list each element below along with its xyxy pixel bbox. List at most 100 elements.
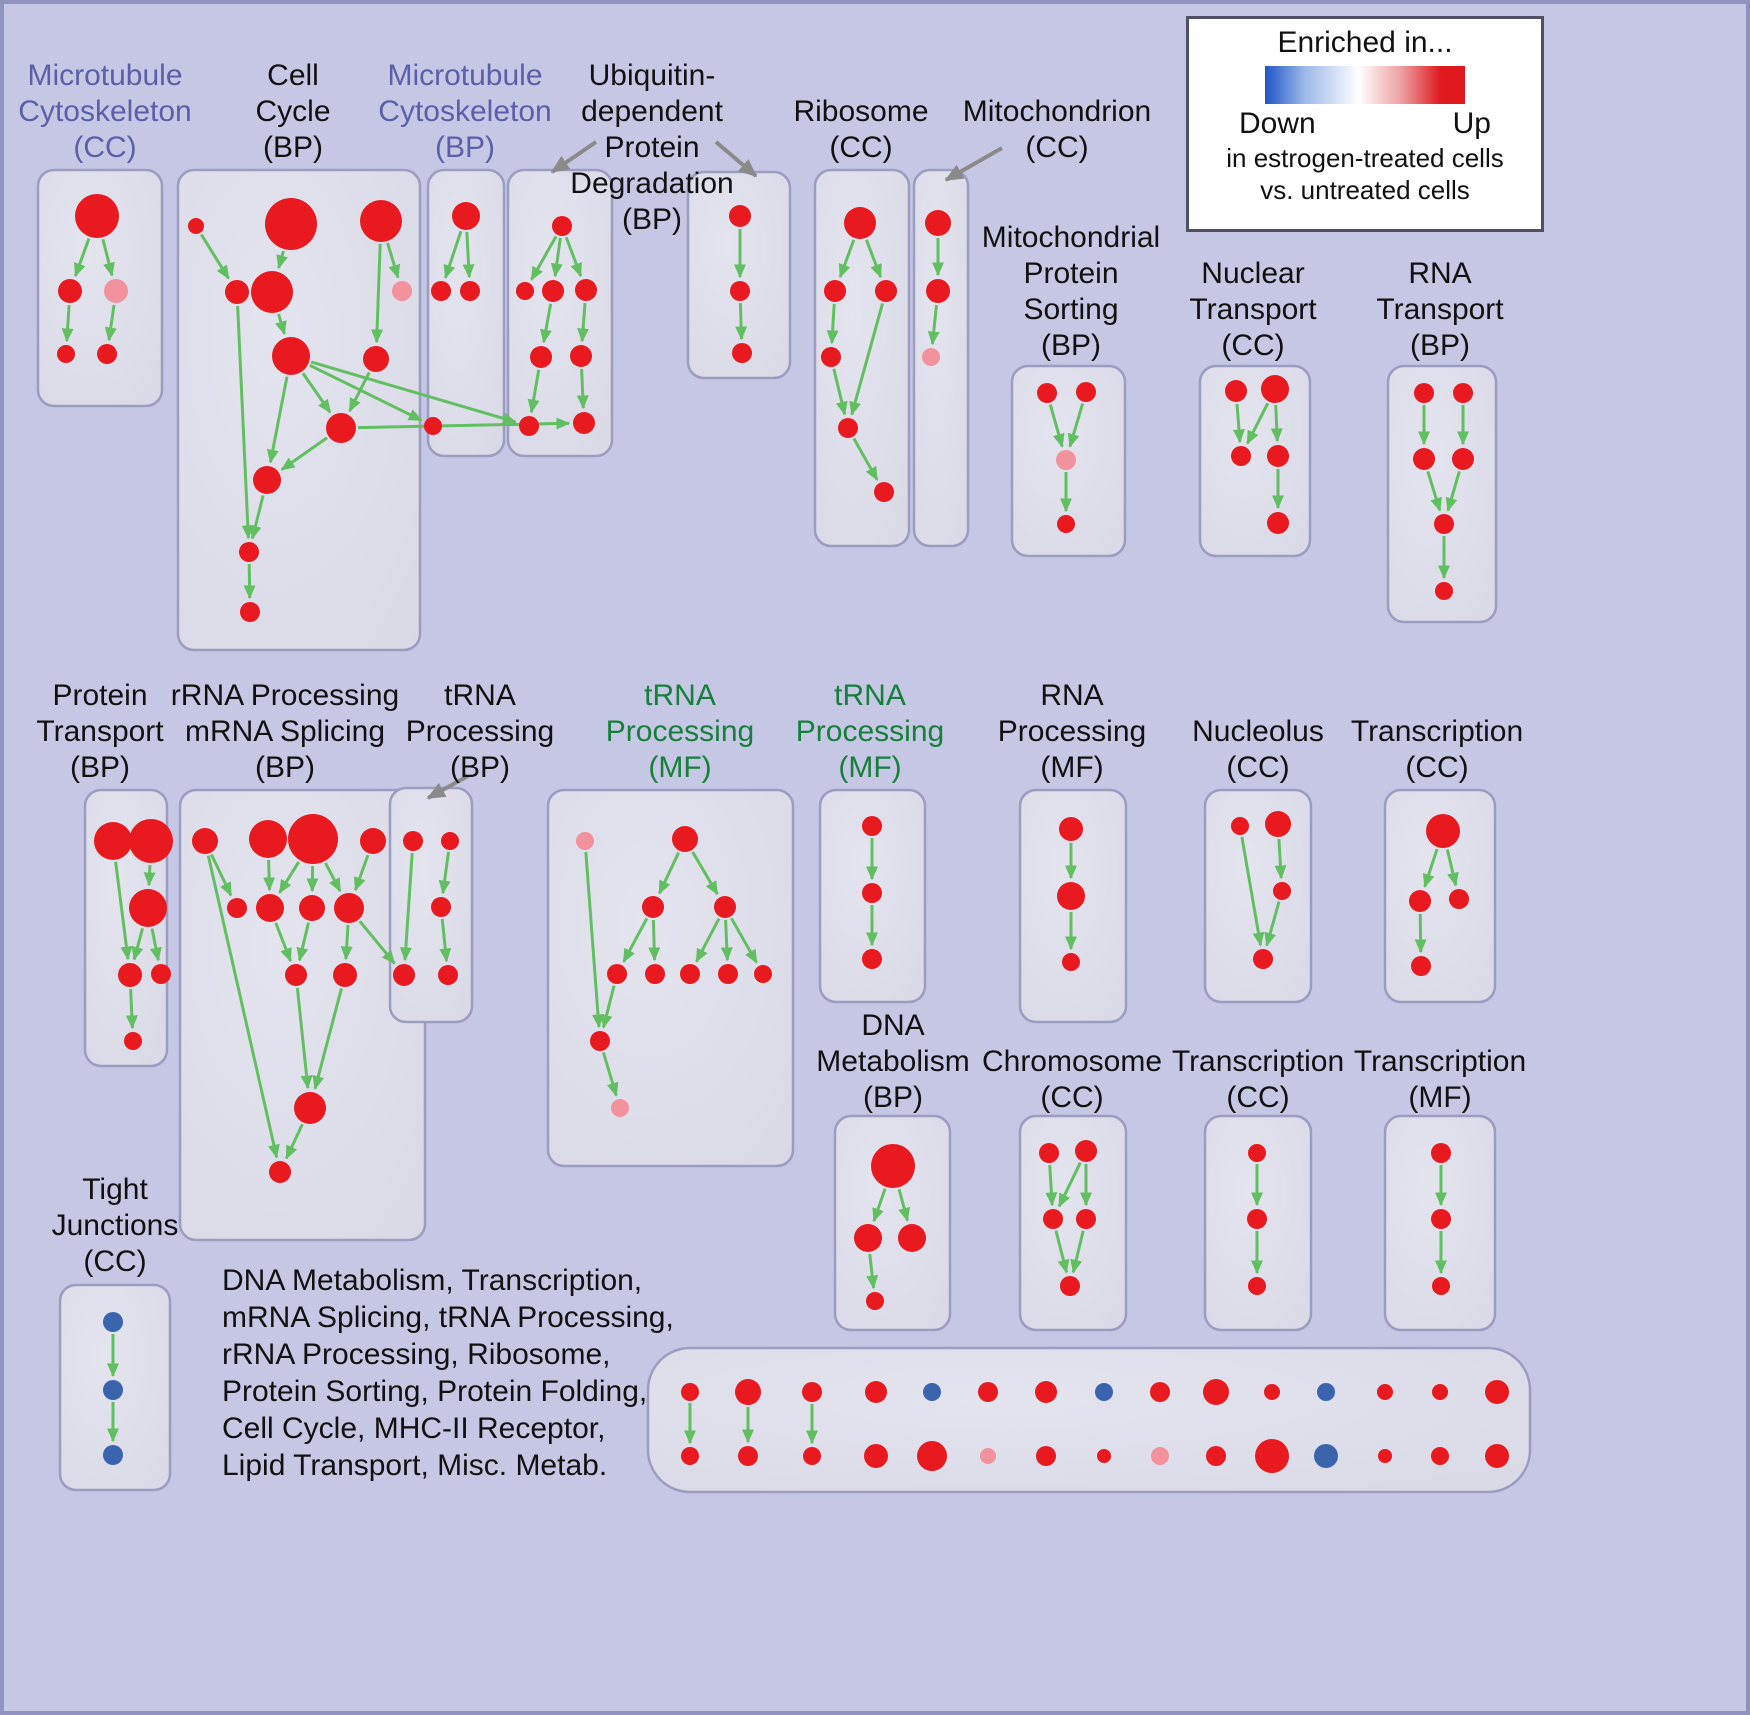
edge bbox=[386, 242, 401, 279]
gene-node-mitochondrial-protein-sorting-bp-n3 bbox=[1056, 450, 1076, 470]
edge bbox=[838, 239, 856, 279]
gene-node-trna-processing-mf-1-n10 bbox=[590, 1031, 610, 1051]
edge bbox=[278, 861, 300, 894]
gene-node-trna-processing-mf-1-n1 bbox=[576, 832, 594, 850]
node-layer bbox=[57, 194, 1509, 1473]
annotation-arrow bbox=[944, 146, 1003, 182]
group-label-rna-processing-mf: RNA Processing (MF) bbox=[997, 679, 1147, 784]
gene-node-trna-processing-mf-1-n4 bbox=[714, 896, 736, 918]
gene-node-rrna-processing-mrna-splicing-bp-n10 bbox=[333, 963, 357, 987]
gene-node-dna-metabolism-bp-n1 bbox=[871, 1144, 915, 1188]
group-box-rna-transport-bp bbox=[1386, 364, 1498, 624]
gene-node-trna-processing-mf-1-n8 bbox=[718, 964, 738, 984]
gene-node-nuclear-transport-cc-n4 bbox=[1267, 445, 1289, 467]
gene-node-microtubule-cytoskeleton-bp-n3 bbox=[460, 281, 480, 301]
gene-node-cell-cycle-bp-n3 bbox=[360, 200, 402, 242]
gene-node-misc-cluster-t11 bbox=[1264, 1384, 1280, 1400]
edge bbox=[849, 303, 884, 416]
gene-node-trna-processing-mf-1-n6 bbox=[645, 964, 665, 984]
group-box-nucleolus-cc bbox=[1203, 788, 1313, 1004]
gene-node-ribosome-cc-n5 bbox=[838, 418, 858, 438]
gene-node-transcription-mf-n3 bbox=[1432, 1277, 1450, 1295]
gene-node-ubiquitin-protein-degradation-bp-n7 bbox=[519, 416, 539, 436]
group-label-microtubule-cytoskeleton-bp: Microtubule Cytoskeleton (BP) bbox=[378, 59, 552, 164]
gene-node-misc-cluster-t3 bbox=[802, 1382, 822, 1402]
gene-node-cell-cycle-bp-n4 bbox=[225, 280, 249, 304]
gene-node-chromosome-cc-n5 bbox=[1060, 1276, 1080, 1296]
gene-node-trna-processing-mf-1-n9 bbox=[754, 965, 772, 983]
gene-node-misc-cluster-t1 bbox=[681, 1383, 699, 1401]
gene-node-ribosome-cc-n4 bbox=[821, 347, 841, 367]
gene-node-rna-processing-mf-n2 bbox=[1057, 882, 1085, 910]
edge bbox=[310, 360, 517, 425]
gene-node-microtubule-cytoskeleton-bp-n4 bbox=[424, 417, 442, 435]
gene-node-protein-transport-bp-n2 bbox=[129, 819, 173, 863]
edge bbox=[1045, 1164, 1058, 1207]
gene-node-misc-cluster-t13 bbox=[1377, 1384, 1393, 1400]
legend-endpoint-labels: Down Up bbox=[1239, 106, 1491, 142]
gene-node-dna-metabolism-bp-n3 bbox=[898, 1224, 926, 1252]
gene-node-tight-junctions-cc-n2 bbox=[103, 1380, 123, 1400]
gene-node-misc-cluster-t2 bbox=[735, 1379, 761, 1405]
group-label-mitochondrion-cc: Mitochondrion (CC) bbox=[962, 95, 1152, 164]
edge bbox=[927, 304, 940, 346]
edge bbox=[720, 919, 733, 962]
gene-node-cell-cycle-bp-n2 bbox=[265, 198, 317, 250]
edge bbox=[695, 917, 721, 963]
edge bbox=[648, 919, 661, 962]
gene-node-nuclear-transport-cc-n3 bbox=[1231, 446, 1251, 466]
gene-node-trna-processing-bp-n1 bbox=[403, 831, 423, 851]
edge bbox=[897, 1188, 910, 1222]
gene-node-rrna-processing-mrna-splicing-bp-n9 bbox=[285, 964, 307, 986]
group-label-ribosome-cc: Ribosome (CC) bbox=[793, 95, 929, 164]
gene-node-ubiquitin-protein-degradation-bp-n2 bbox=[516, 282, 534, 300]
edge bbox=[266, 376, 289, 464]
gene-node-cell-cycle-bp-n1 bbox=[188, 218, 204, 234]
gene-node-transcription-mf-n1 bbox=[1431, 1143, 1451, 1163]
gene-node-ubiquitin-protein-degradation-bp-n4 bbox=[575, 279, 597, 301]
edge bbox=[1264, 901, 1281, 947]
gene-node-microtubule-cytoskeleton-cc-n1 bbox=[75, 194, 119, 238]
gene-node-cell-cycle-bp-n6 bbox=[392, 281, 412, 301]
gene-node-misc-cluster-b10 bbox=[1206, 1446, 1226, 1466]
edge bbox=[324, 862, 342, 893]
edge bbox=[866, 1253, 879, 1290]
gene-node-microtubule-cytoskeleton-cc-n2 bbox=[58, 279, 82, 303]
edge bbox=[399, 852, 414, 962]
legend-context-line-2: vs. untreated cells bbox=[1260, 175, 1470, 205]
gene-node-cell-cycle-bp-n7 bbox=[272, 337, 310, 375]
gene-node-tight-junctions-cc-n3 bbox=[103, 1445, 123, 1465]
gene-node-ubiquitin-protein-degradation-bp-n8 bbox=[573, 412, 595, 434]
gene-node-rrna-processing-mrna-splicing-bp-n11 bbox=[294, 1092, 326, 1124]
edge bbox=[462, 231, 475, 279]
gene-node-trna-processing-mf-1-n5 bbox=[607, 964, 627, 984]
gene-node-mitochondrial-protein-sorting-bp-n4 bbox=[1057, 515, 1075, 533]
group-label-dna-metabolism-bp: DNA Metabolism (BP) bbox=[816, 1009, 970, 1114]
edge bbox=[1232, 403, 1245, 444]
gene-node-misc-cluster-b6 bbox=[980, 1448, 996, 1464]
gene-node-ubiquitin-protein-degradation-bp-2-n3 bbox=[732, 343, 752, 363]
gene-node-rrna-processing-mrna-splicing-bp-n5 bbox=[227, 898, 247, 918]
gene-node-misc-cluster-t12 bbox=[1317, 1383, 1335, 1401]
group-label-microtubule-cytoskeleton-cc: Microtubule Cytoskeleton (CC) bbox=[18, 59, 192, 164]
gene-node-cell-cycle-bp-n10 bbox=[253, 466, 281, 494]
group-label-nucleolus-cc: Nucleolus (CC) bbox=[1192, 715, 1324, 784]
group-box-dna-metabolism-bp bbox=[833, 1114, 952, 1332]
gene-node-rna-processing-mf-n3 bbox=[1062, 953, 1080, 971]
gene-node-rrna-processing-mrna-splicing-bp-n3 bbox=[288, 814, 338, 864]
gene-node-ribosome-cc-n3 bbox=[875, 280, 897, 302]
gene-node-dna-metabolism-bp-n4 bbox=[866, 1292, 884, 1310]
group-label-nuclear-transport-cc: Nuclear Transport (CC) bbox=[1189, 257, 1317, 362]
edge bbox=[74, 238, 91, 278]
edge bbox=[1067, 403, 1085, 448]
gene-node-mitochondrial-protein-sorting-bp-n1 bbox=[1037, 383, 1057, 403]
edge bbox=[275, 313, 287, 336]
gene-node-cell-cycle-bp-n11 bbox=[239, 542, 259, 562]
gene-node-misc-cluster-t14 bbox=[1432, 1384, 1448, 1400]
gene-node-ubiquitin-protein-degradation-bp-n1 bbox=[552, 216, 572, 236]
gene-node-rrna-processing-mrna-splicing-bp-n8 bbox=[334, 893, 364, 923]
gene-node-rna-transport-bp-n5 bbox=[1434, 514, 1454, 534]
gene-node-ubiquitin-protein-degradation-bp-n3 bbox=[542, 280, 564, 302]
edge bbox=[1054, 1230, 1070, 1274]
edge bbox=[564, 236, 583, 278]
